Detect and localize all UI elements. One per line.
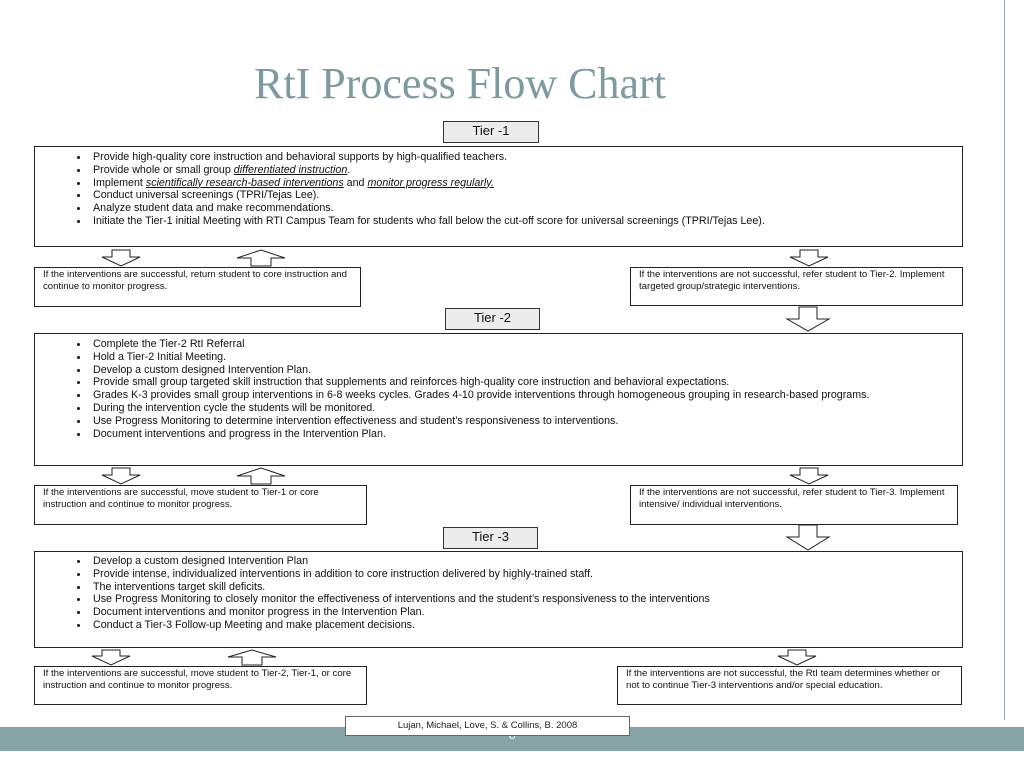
citation: Lujan, Michael, Love, S. & Collins, B. 2… <box>345 716 630 736</box>
tier-3-item: Provide intense, individualized interven… <box>89 568 954 581</box>
down-arrow-icon <box>777 649 817 666</box>
tier-2-item: Hold a Tier-2 Initial Meeting. <box>89 351 954 364</box>
tier-1-label: Tier -1 <box>443 121 539 143</box>
monitor-progress-link: monitor progress regularly. <box>367 176 494 189</box>
differentiated-instruction-link: differentiated instruction <box>233 163 348 176</box>
tier-3-fail-note: If the interventions are not successful,… <box>617 666 962 705</box>
slide-border-right <box>1004 0 1005 720</box>
tier-1-success-note: If the interventions are successful, ret… <box>34 267 361 307</box>
tier-2-item: Provide small group targeted skill instr… <box>89 376 954 389</box>
tier-3-label: Tier -3 <box>443 527 538 549</box>
tier-2-fail-note: If the interventions are not successful,… <box>630 485 958 525</box>
tier-2-item: Complete the Tier-2 RtI Referral <box>89 338 954 351</box>
research-based-interventions-link: scientifically research-based interventi… <box>145 176 344 189</box>
tier-3-item: Document interventions and monitor progr… <box>89 606 954 619</box>
tier-3-item: Conduct a Tier-3 Follow-up Meeting and m… <box>89 619 954 632</box>
tier-2-box: Complete the Tier-2 RtI Referral Hold a … <box>34 333 963 466</box>
tier-2-label-text: Tier -2 <box>473 310 512 325</box>
up-arrow-icon <box>236 467 286 485</box>
up-arrow-icon <box>236 249 286 267</box>
tier-1-item: Provide high-quality core instruction an… <box>89 151 954 164</box>
down-arrow-icon <box>789 249 829 267</box>
tier-2-item: During the intervention cycle the studen… <box>89 402 954 415</box>
tier-1-item-text: Implement <box>93 176 146 189</box>
tier-2-list: Complete the Tier-2 RtI Referral Hold a … <box>35 338 962 440</box>
tier-1-item: Provide whole or small group differentia… <box>89 164 954 177</box>
slide-title: RtI Process Flow Chart <box>254 59 666 108</box>
up-arrow-icon <box>227 649 277 666</box>
tier-1-list: Provide high-quality core instruction an… <box>35 151 962 228</box>
tier-3-item: Develop a custom designed Intervention P… <box>89 555 954 568</box>
tier-3-box: Develop a custom designed Intervention P… <box>34 551 963 648</box>
tier-1-item: Implement scientifically research-based … <box>89 177 954 190</box>
tier-1-item: Conduct universal screenings (TPRI/Tejas… <box>89 189 954 202</box>
tier-1-label-text: Tier -1 <box>472 123 510 138</box>
tier-3-list: Develop a custom designed Intervention P… <box>35 555 962 632</box>
tier-1-item: Analyze student data and make recommenda… <box>89 202 954 215</box>
down-arrow-icon <box>785 306 831 332</box>
tier-2-item: Develop a custom designed Intervention P… <box>89 364 954 377</box>
tier-2-item: Document interventions and progress in t… <box>89 428 954 441</box>
down-arrow-icon <box>91 649 131 666</box>
tier-3-label-text: Tier -3 <box>471 529 510 544</box>
tier-3-item: Use Progress Monitoring to closely monit… <box>89 593 954 606</box>
tier-3-success-note: If the interventions are successful, mov… <box>34 666 367 705</box>
tier-1-item-text: Provide whole or small group <box>93 163 234 176</box>
down-arrow-icon <box>101 467 141 485</box>
down-arrow-icon <box>789 467 829 485</box>
down-arrow-icon <box>101 249 141 267</box>
tier-1-fail-note: If the interventions are not successful,… <box>630 267 963 306</box>
tier-1-item-text: . <box>347 163 351 176</box>
down-arrow-icon <box>785 524 831 551</box>
tier-2-success-note: If the interventions are successful, mov… <box>34 485 367 525</box>
tier-2-item: Grades K-3 provides small group interven… <box>89 389 954 402</box>
tier-1-item: Initiate the Tier-1 initial Meeting with… <box>89 215 954 228</box>
tier-2-item: Use Progress Monitoring to determine int… <box>89 415 954 428</box>
tier-3-item: The interventions target skill deficits. <box>89 581 954 594</box>
tier-1-item-text: and <box>343 176 368 189</box>
tier-2-label: Tier -2 <box>445 308 540 330</box>
tier-1-box: Provide high-quality core instruction an… <box>34 146 963 247</box>
